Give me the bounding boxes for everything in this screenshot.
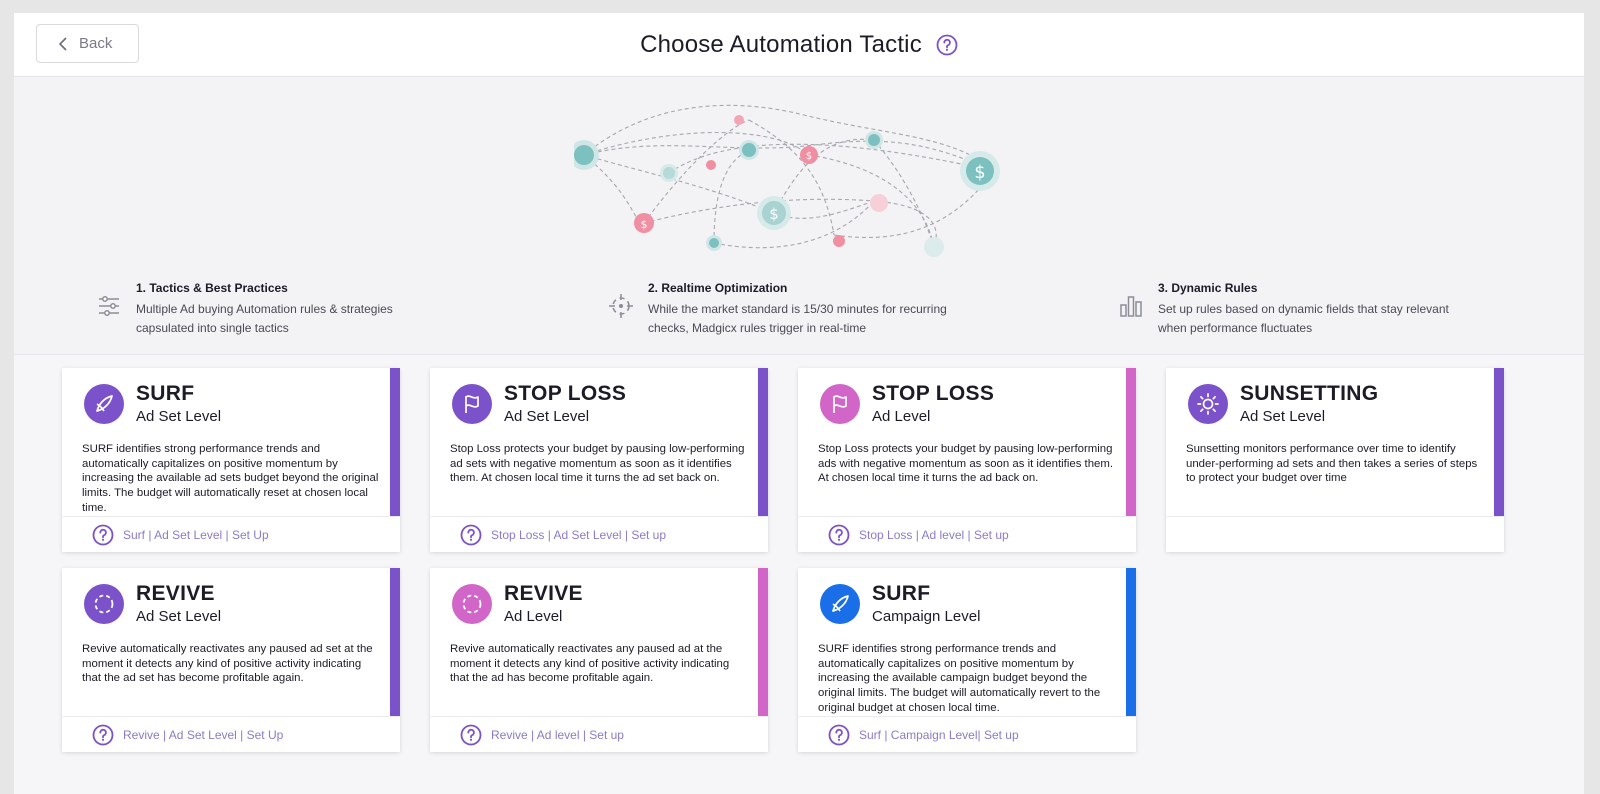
feature-tactics: 1. Tactics & Best Practices Multiple Ad … [96,281,436,338]
feature-title: 3. Dynamic Rules [1158,281,1258,295]
card-level: Campaign Level [872,608,981,625]
card-level: Ad Set Level [1240,408,1326,425]
card-link-label[interactable]: Surf | Campaign Level| Set up [859,727,1019,742]
feature-title: 1. Tactics & Best Practices [136,281,288,295]
back-button-label: Back [79,35,113,52]
help-icon [460,724,482,745]
card-description: Stop Loss protects your budget by pausin… [450,443,745,485]
back-button[interactable]: Back [36,24,139,63]
feature-dynamic-rules: 3. Dynamic Rules Set up rules based on d… [1118,281,1458,338]
card-title: REVIVE [136,582,215,605]
card-accent-stripe [1126,568,1136,716]
svg-text:$: $ [641,218,648,231]
page-title: Choose Automation Tactic [640,31,922,58]
help-icon [92,524,114,545]
card-description: SURF identifies strong performance trend… [818,643,1101,714]
bar-chart-icon [1120,296,1142,317]
card-accent-stripe [390,568,400,716]
sun-icon [1188,384,1228,424]
flag-icon [452,384,492,424]
network-illustration: $ $ $ $ [574,104,1000,257]
card-setup-link[interactable]: Surf | Campaign Level| Set up [798,716,1136,752]
app-window: Back Choose Automation Tactic [14,13,1584,794]
card-title: REVIVE [504,582,583,605]
card-accent-stripe [390,368,400,516]
rocket-icon [820,584,860,624]
help-icon [828,724,850,745]
help-icon[interactable] [936,34,958,56]
card-title: SURF [872,582,931,605]
card-description: Sunsetting monitors performance over tim… [1186,443,1478,485]
card-description: Revive automatically reactivates any pau… [82,643,373,685]
dashed-circle-icon [452,584,492,624]
card-link-label[interactable]: Stop Loss | Ad level | Set up [859,527,1009,542]
feature-description: Multiple Ad buying Automation rules & st… [136,302,393,335]
help-icon [92,724,114,745]
feature-description: While the market standard is 15/30 minut… [648,302,947,335]
crosshair-icon [609,294,633,318]
card-footer [1166,516,1504,552]
tactic-card-surf-ad-set[interactable]: SURF Ad Set Level SURF identifies strong… [62,368,400,552]
card-setup-link[interactable]: Stop Loss | Ad level | Set up [798,516,1136,552]
tactic-card-revive-ad-set[interactable]: REVIVE Ad Set Level Revive automatically… [62,568,400,752]
rocket-icon [84,384,124,424]
card-accent-stripe [758,368,768,516]
tactic-card-sunsetting-ad-set[interactable]: SUNSETTING Ad Set Level Sunsetting monit… [1166,368,1504,552]
card-link-label[interactable]: Surf | Ad Set Level | Set Up [123,527,269,542]
svg-text:$: $ [806,151,812,162]
card-level: Ad Set Level [504,408,590,425]
card-title: STOP LOSS [504,382,627,405]
card-title: SUNSETTING [1240,382,1379,405]
dashed-circle-icon [84,584,124,624]
top-bar: Back Choose Automation Tactic [14,13,1584,77]
card-link-label[interactable]: Revive | Ad Set Level | Set Up [123,727,284,742]
card-accent-stripe [1494,368,1504,516]
card-setup-link[interactable]: Surf | Ad Set Level | Set Up [62,516,400,552]
card-level: Ad Set Level [136,608,222,625]
card-setup-link[interactable]: Stop Loss | Ad Set Level | Set up [430,516,768,552]
card-setup-link[interactable]: Revive | Ad level | Set up [430,716,768,752]
tactic-card-stop-loss-ad[interactable]: STOP LOSS Ad Level Stop Loss protects yo… [798,368,1136,552]
help-icon [460,524,482,545]
card-link-label[interactable]: Stop Loss | Ad Set Level | Set up [491,527,667,542]
card-level: Ad Level [872,408,931,425]
feature-description: Set up rules based on dynamic fields tha… [1158,302,1449,335]
flag-icon [820,384,860,424]
card-accent-stripe [758,568,768,716]
tactic-card-stop-loss-ad-set[interactable]: STOP LOSS Ad Set Level Stop Loss protect… [430,368,768,552]
help-icon [828,524,850,545]
feature-realtime: 2. Realtime Optimization While the marke… [608,281,948,338]
feature-title: 2. Realtime Optimization [648,281,788,295]
svg-text:$: $ [974,162,985,183]
tactic-card-revive-ad[interactable]: REVIVE Ad Level Revive automatically rea… [430,568,768,752]
card-title: STOP LOSS [872,382,995,405]
card-description: Revive automatically reactivates any pau… [450,643,730,685]
card-link-label[interactable]: Revive | Ad level | Set up [491,727,624,742]
card-accent-stripe [1126,368,1136,516]
card-level: Ad Level [504,608,563,625]
tactic-card-surf-campaign[interactable]: SURF Campaign Level SURF identifies stro… [798,568,1136,752]
svg-text:$: $ [769,205,779,223]
page-title-group: Choose Automation Tactic [14,13,1584,77]
sliders-icon [99,296,119,316]
card-level: Ad Set Level [136,408,222,425]
card-title: SURF [136,382,195,405]
card-description: SURF identifies strong performance trend… [82,443,379,514]
card-setup-link[interactable]: Revive | Ad Set Level | Set Up [62,716,400,752]
hero-section: $ $ $ $ 1. Tactics & Best Practices [14,77,1584,355]
card-description: Stop Loss protects your budget by pausin… [818,443,1114,485]
chevron-left-icon [59,36,67,51]
